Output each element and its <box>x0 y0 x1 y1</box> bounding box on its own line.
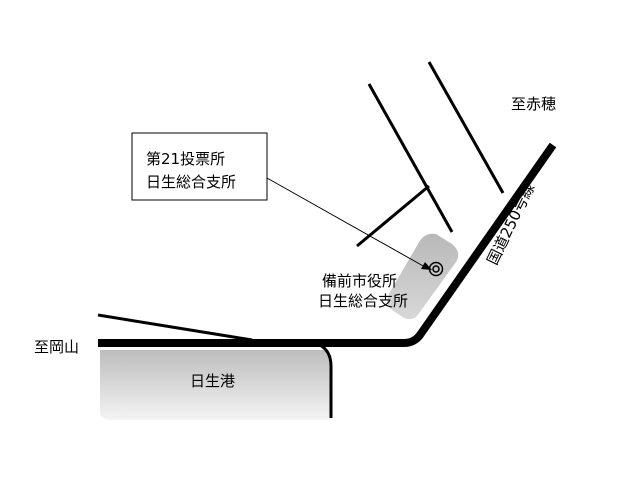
harbor-area <box>100 350 331 420</box>
route-250-road <box>98 142 557 347</box>
label-route-250: 国道250号線 <box>483 180 538 268</box>
minor-road-north-right <box>427 61 505 194</box>
facility-label-line-2: 日生総合支所 <box>318 292 408 310</box>
minor-road-branch <box>356 184 430 248</box>
label-to-ako: 至赤穂 <box>511 95 556 113</box>
facility-label-line-1: 備前市役所 <box>322 272 397 290</box>
label-harbor: 日生港 <box>190 372 235 390</box>
minor-road-west <box>97 313 253 342</box>
polling-station-callout-box <box>131 132 268 201</box>
minor-road-north-left <box>367 83 454 233</box>
double-circle-icon <box>428 261 444 277</box>
facility-building <box>387 233 459 320</box>
callout-leader-line <box>266 177 426 268</box>
callout-line-2: 日生総合支所 <box>146 173 236 191</box>
callout-line-1: 第21投票所 <box>146 150 225 168</box>
label-to-okayama: 至岡山 <box>34 338 79 356</box>
